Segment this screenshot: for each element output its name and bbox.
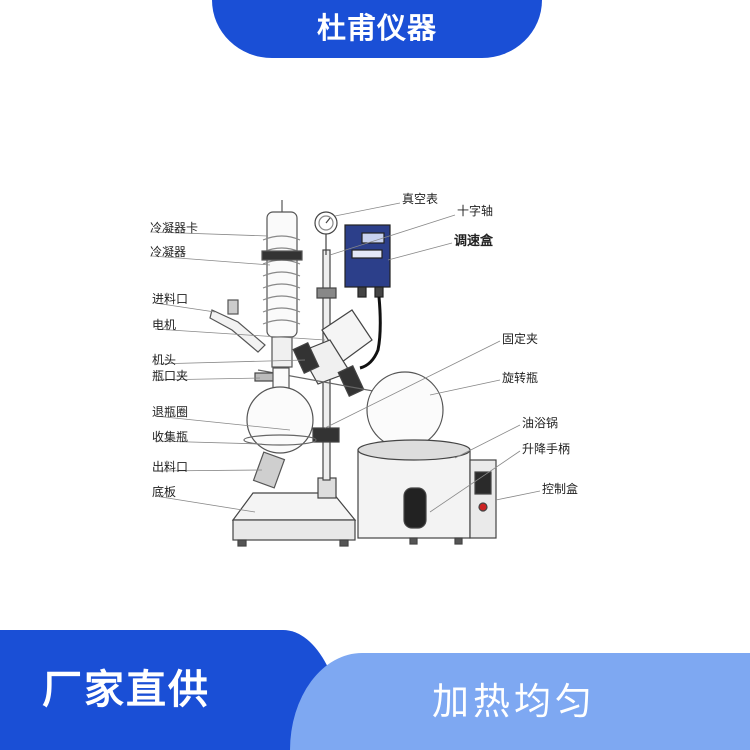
bottom-left-banner	[0, 630, 345, 750]
slogan-direct-supply: 厂家直供	[42, 667, 210, 713]
slogan-uniform-heating: 加热均匀	[432, 680, 596, 723]
label-oil-bath: 油浴锅	[522, 415, 558, 430]
label-feed-inlet: 进料口	[152, 292, 188, 306]
label-cross-shaft: 十字轴	[457, 203, 493, 218]
label-rotating-flask: 旋转瓶	[502, 370, 538, 385]
label-condenser: 冷凝器	[150, 244, 186, 259]
label-speed-control-box: 调速盒	[454, 233, 494, 249]
rotating-flask-drawing	[366, 371, 444, 449]
left-leader-lines	[151, 231, 326, 513]
label-base-plate: 底板	[152, 484, 176, 499]
label-lift-handle: 升降手柄	[522, 442, 570, 456]
feed-inlet-drawing	[209, 299, 266, 353]
label-vacuum-gauge: 真空表	[402, 192, 438, 206]
label-machine-head: 机头	[152, 353, 176, 367]
left-labels: 冷凝器卡 冷凝器 进料口 电机 机头 瓶口夹 退瓶圈 收集瓶 出料口 底板	[150, 220, 198, 499]
label-flask-clamp: 瓶口夹	[152, 369, 188, 383]
right-leader-lines	[324, 202, 541, 513]
collection-flask-drawing	[243, 367, 317, 489]
condenser-drawing	[261, 200, 303, 368]
label-fixing-clamp: 固定夹	[502, 331, 538, 346]
oil-bath-drawing	[357, 439, 471, 545]
label-discharge-outlet: 出料口	[152, 460, 188, 474]
brand-title: 杜甫仪器	[316, 11, 437, 45]
speed-control-box-drawing	[344, 224, 391, 370]
label-motor: 电机	[152, 318, 176, 332]
bottom-right-banner	[290, 653, 750, 750]
label-flask-release-ring: 退瓶圈	[152, 405, 188, 419]
vacuum-gauge-drawing	[314, 211, 338, 255]
right-labels: 真空表 十字轴 调速盒 固定夹 旋转瓶 油浴锅 升降手柄 控制盒	[402, 192, 578, 496]
motor-drawing	[257, 309, 396, 397]
control-box-drawing	[469, 459, 497, 539]
label-condenser-clamp: 冷凝器卡	[150, 220, 198, 235]
label-collection-flask: 收集瓶	[152, 429, 188, 444]
top-banner	[212, 0, 542, 58]
base-plate-drawing	[231, 492, 357, 547]
label-control-box: 控制盒	[542, 481, 578, 496]
